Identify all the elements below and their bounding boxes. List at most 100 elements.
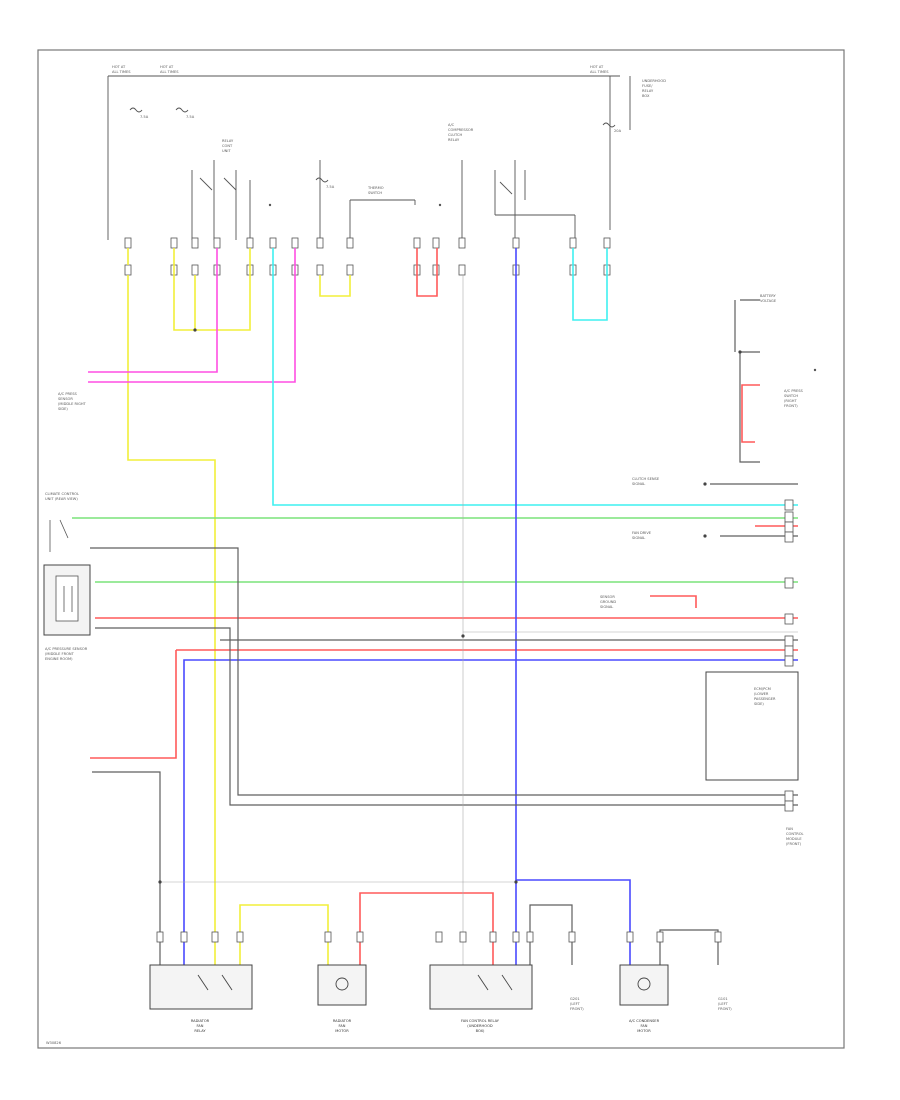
compressor-clutch: A/C CONDENSER FAN MOTOR [619,964,669,1033]
svg-text:A/C PRESS: A/C PRESS [58,392,78,396]
svg-text:ALL TIMES: ALL TIMES [590,70,609,74]
svg-text:MOTOR: MOTOR [335,1029,349,1033]
bottom-connector-pins [156,931,722,943]
svg-text:FAN CONTROL RELAY: FAN CONTROL RELAY [461,1019,500,1023]
fuse-labels: 7.5A 7.5A 7.5A 20A [140,115,622,189]
svg-text:RELAY: RELAY [642,89,654,93]
top-power-rail [107,75,631,240]
blue-wires [183,248,798,965]
svg-text:ECM/PCM: ECM/PCM [754,687,771,691]
svg-text:HOT AT: HOT AT [112,65,126,69]
svg-text:(LEFT: (LEFT [718,1002,729,1006]
diagram-border [37,49,845,1049]
svg-text:ALL TIMES: ALL TIMES [160,70,179,74]
top-relay-right-label: A/C COMPRESSOR CLUTCH RELAY [448,123,474,142]
svg-text:FAN: FAN [641,1024,648,1028]
svg-text:HOT AT: HOT AT [590,65,604,69]
red-wires [90,248,798,965]
svg-text:7.5A: 7.5A [326,185,335,189]
svg-text:FRONT): FRONT) [570,1007,584,1011]
svg-text:GROUND: GROUND [600,600,616,604]
left-labels: CLIMATE CONTROL UNIT (REAR VIEW) A/C PRE… [45,392,88,1045]
svg-text:BOX): BOX) [476,1029,485,1033]
svg-text:RELAY: RELAY [222,139,234,143]
svg-text:G201: G201 [570,997,580,1001]
svg-text:7.5A: 7.5A [186,115,195,119]
svg-text:FAN: FAN [339,1024,346,1028]
svg-text:SIDE): SIDE) [754,702,764,706]
svg-text:VOLTAGE: VOLTAGE [760,299,777,303]
svg-text:SWITCH: SWITCH [784,394,798,398]
svg-text:ENGINE ROOM): ENGINE ROOM) [45,657,73,661]
svg-text:(RIGHT: (RIGHT [784,399,797,403]
svg-text:FAN: FAN [197,1024,204,1028]
hi-relay: RADIATOR FAN MOTOR [317,964,367,1033]
svg-text:FRONT): FRONT) [718,1007,732,1011]
svg-text:(LOWER: (LOWER [754,692,769,696]
svg-text:SIGNAL: SIGNAL [600,605,613,609]
svg-text:SIGNAL: SIGNAL [632,536,645,540]
svg-text:BATTERY: BATTERY [760,294,777,298]
pink-wires [88,248,296,383]
top-relay-left [191,160,251,240]
svg-text:A/C: A/C [448,123,455,127]
svg-text:CLIMATE CONTROL: CLIMATE CONTROL [45,492,79,496]
svg-text:SENSOR: SENSOR [58,397,73,401]
svg-text:A/C PRESSURE SENSOR: A/C PRESSURE SENSOR [45,647,88,651]
svg-text:MOTOR: MOTOR [637,1029,651,1033]
svg-text:20A: 20A [614,129,622,133]
svg-text:A/C CONDENSER: A/C CONDENSER [629,1019,660,1023]
svg-text:(UNDERHOOD: (UNDERHOOD [467,1024,493,1028]
fan-control-relay: FAN CONTROL RELAY (UNDERHOOD BOX) [429,964,533,1033]
svg-text:CLUTCH SENSE: CLUTCH SENSE [632,477,660,481]
svg-text:ALL TIMES: ALL TIMES [112,70,131,74]
left-connector-block [43,564,91,636]
svg-text:RADIATOR: RADIATOR [333,1019,352,1023]
svg-text:HOT AT: HOT AT [160,65,174,69]
svg-text:BOX: BOX [642,94,650,98]
svg-text:SIDE): SIDE) [58,407,68,411]
svg-text:MODULE: MODULE [786,837,802,841]
junction-dots [158,328,742,884]
center-switch-label: THERMO SWITCH [367,186,384,195]
wiper-motor-relay-assembly: RADIATOR FAN RELAY [149,964,253,1033]
svg-text:(MIDDLE FRONT: (MIDDLE FRONT [45,652,75,656]
svg-text:CONTROL: CONTROL [786,832,804,836]
fuse-group [129,107,616,183]
svg-text:UNDERHOOD: UNDERHOOD [642,79,666,83]
top-relay-right [461,160,576,240]
svg-text:RELAY: RELAY [194,1029,206,1033]
svg-text:FRONT): FRONT) [784,404,798,408]
right-connector-pins [784,499,794,812]
svg-text:(MIDDLE RIGHT: (MIDDLE RIGHT [58,402,87,406]
green-wires [72,517,798,583]
svg-text:RADIATOR: RADIATOR [191,1019,210,1023]
svg-text:UNIT (REAR VIEW): UNIT (REAR VIEW) [45,497,78,501]
svg-text:SIGNAL: SIGNAL [632,482,645,486]
bottom-ground-labels: G201 (LEFT FRONT) G101 (LEFT FRONT) [570,997,732,1011]
yellow-wires [127,248,351,965]
center-switch [319,160,416,240]
svg-text:(FRONT): (FRONT) [786,842,802,846]
svg-text:(LEFT: (LEFT [570,1002,581,1006]
svg-text:FAN: FAN [786,827,793,831]
svg-text:CLUTCH: CLUTCH [448,133,462,137]
left-switch-block [49,519,69,552]
svg-text:CONT: CONT [222,144,233,148]
top-rail-labels: HOT AT ALL TIMES HOT AT ALL TIMES HOT AT… [112,65,666,98]
svg-text:A/C PRESS: A/C PRESS [784,389,804,393]
misc-marks [268,203,817,372]
svg-text:W30826: W30826 [46,1041,62,1045]
right-labels: BATTERY VOLTAGE A/C PRESS SWITCH (RIGHT … [600,294,804,846]
svg-text:PASSENGER: PASSENGER [754,697,776,701]
top-connector-pins [124,237,611,276]
svg-text:FUSE/: FUSE/ [642,84,653,88]
cyan-wires [272,248,798,506]
svg-text:G101: G101 [718,997,728,1001]
right-ecm-block: ECM/PCM (LOWER PASSENGER SIDE) [705,671,799,781]
svg-text:FAN DRIVE: FAN DRIVE [632,531,652,535]
svg-text:COMPRESSOR: COMPRESSOR [448,128,474,132]
svg-text:SWITCH: SWITCH [368,191,382,195]
svg-text:UNIT: UNIT [222,149,231,153]
